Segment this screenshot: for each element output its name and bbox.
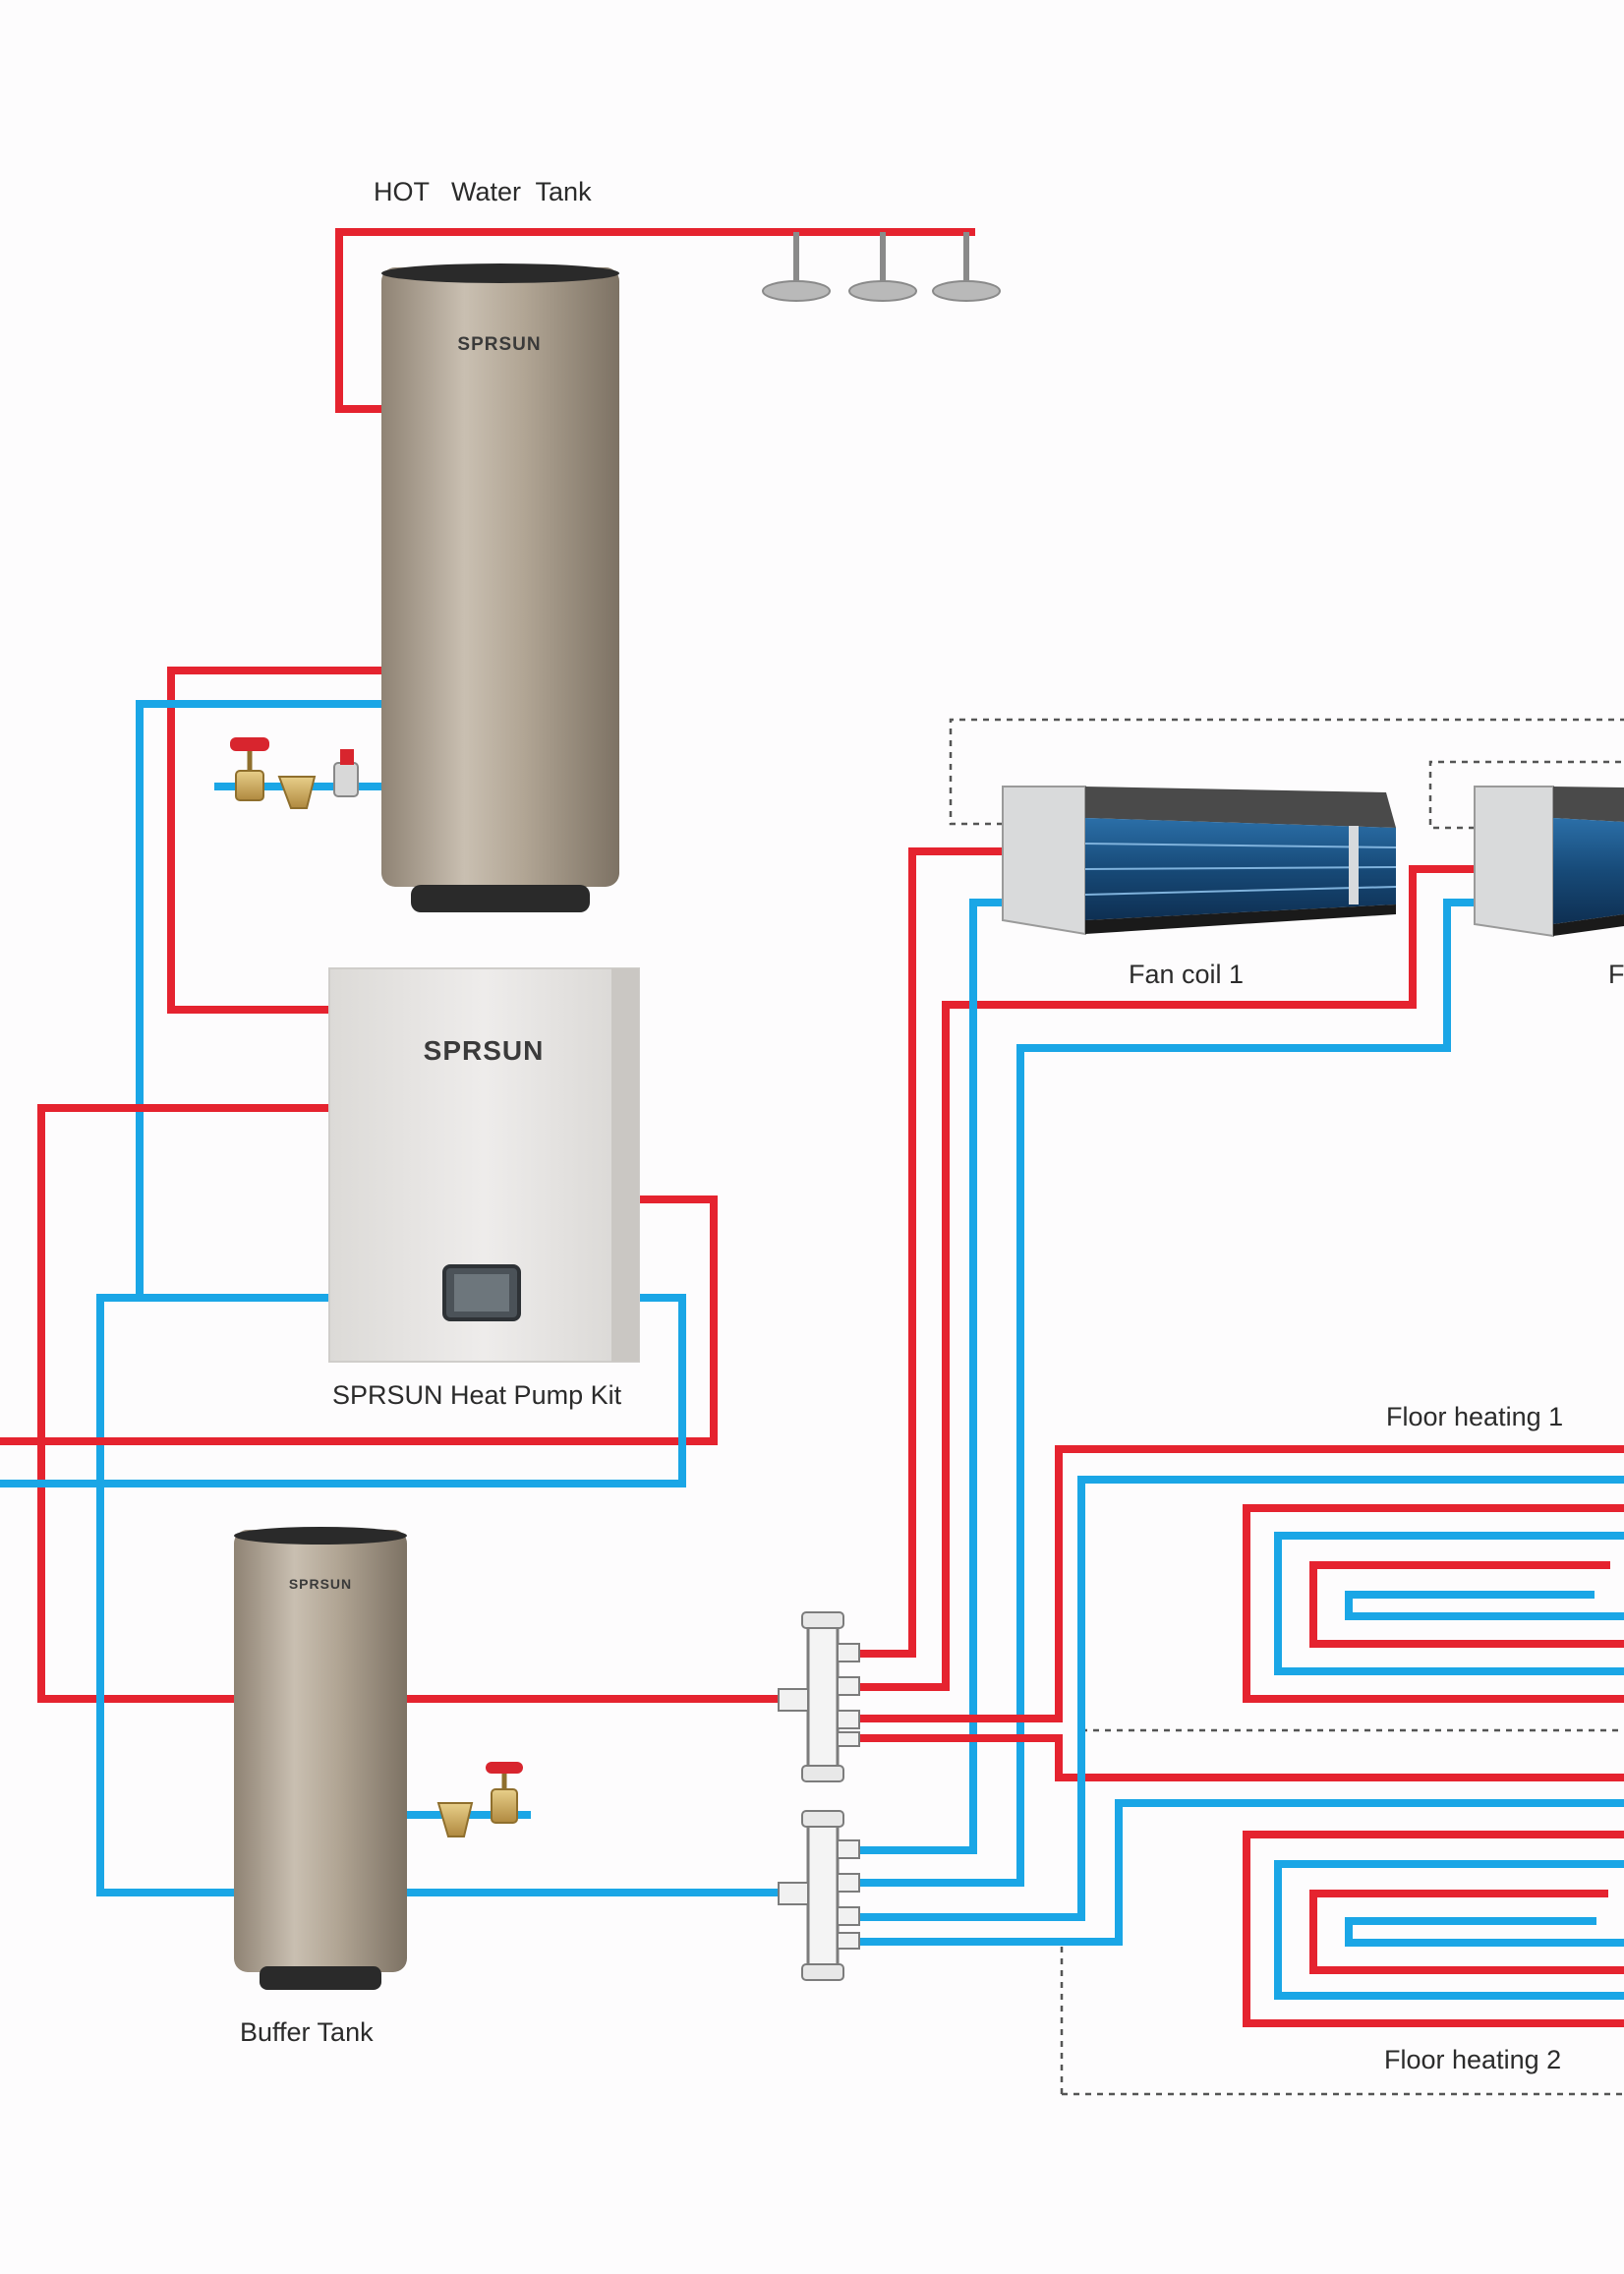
heat-pump-kit: SPRSUN (328, 967, 640, 1363)
valve-icon (486, 1762, 523, 1824)
zone-borders (949, 718, 1624, 2096)
floor-heating-2-label: Floor heating 2 (1384, 2045, 1561, 2074)
floor-heating-2-loop (855, 1799, 1624, 2027)
buffer-tank: SPRSUN (234, 1527, 407, 1990)
heat-pump-logo: SPRSUN (424, 1035, 545, 1066)
valve-icon (230, 737, 359, 801)
strainer-icon (436, 1802, 474, 1837)
shower-head-icon (762, 280, 1001, 302)
fan-coil-2 (1474, 786, 1624, 938)
hot-water-tank: SPRSUN (381, 263, 619, 912)
floor-heating-1-label: Floor heating 1 (1386, 1402, 1563, 1431)
strainer-icon (277, 776, 317, 809)
heat-pump-kit-label: SPRSUN Heat Pump Kit (332, 1380, 622, 1410)
hot-water-tank-label: HOT Water Tank (374, 177, 592, 206)
buffer-tank-logo: SPRSUN (289, 1576, 352, 1592)
buffer-tank-label: Buffer Tank (240, 2017, 374, 2047)
heat-pump-loops (0, 1104, 718, 1896)
hot-water-tank-logo: SPRSUN (457, 334, 541, 355)
fan-coil-pipes (855, 847, 1475, 1887)
fan-coil-2-label: F (1608, 960, 1624, 989)
fan-coil-1-label: Fan coil 1 (1129, 960, 1244, 989)
floor-heating-1-loop (855, 1445, 1624, 1921)
hot-water-coil-pipes (136, 667, 381, 1296)
manifold-icon (778, 1611, 860, 1981)
buffer-to-manifold-pipes (405, 1695, 786, 1896)
shower-pipe (335, 228, 975, 413)
fan-coil-1 (1002, 786, 1397, 936)
